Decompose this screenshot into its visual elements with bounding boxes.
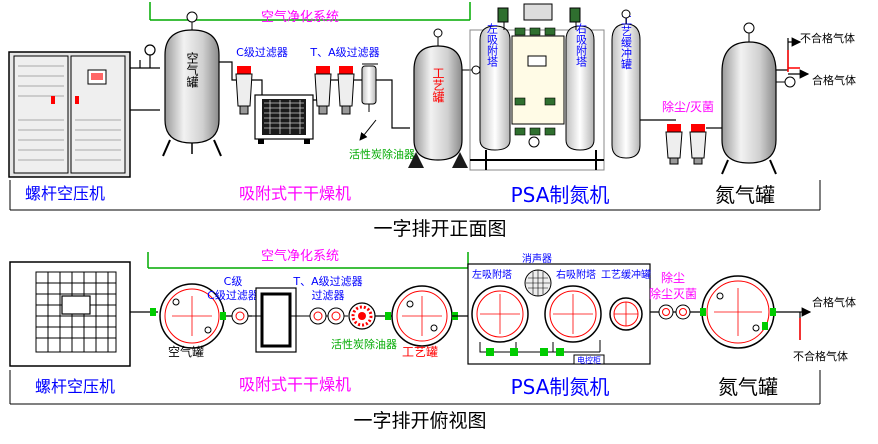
top-dust-filters: 除尘 除尘灭菌 [649, 270, 697, 320]
top-nitrogen-label: 氮气罐 [718, 375, 778, 399]
front-buffer-tank-text: 工艺缓冲罐 [620, 15, 633, 71]
top-c-filter-label: C级过滤器 [207, 289, 259, 302]
front-adsorption-dryer [254, 94, 314, 144]
top-view: 空气净化系统 空 [9, 248, 856, 432]
front-c-filter: C级过滤器 [235, 46, 288, 115]
top-nitrogen-tank [700, 275, 776, 349]
top-ta-filter-label-2: 过滤器 [312, 289, 345, 302]
top-left-tower-label: 左吸附塔 [472, 268, 512, 281]
front-system-bracket: 空气净化系统 [149, 2, 471, 25]
front-process-tank: 工艺罐 [408, 28, 481, 168]
top-system-label: 空气净化系统 [261, 248, 339, 264]
top-system-bracket: 空气净化系统 [147, 248, 469, 269]
top-bottom-labels: 螺杆空压机 吸附式干干燥机 PSA制氮机 氮气罐 一字排开俯视图 [9, 370, 821, 432]
front-dryer-label: 吸附式干干燥机 [239, 184, 351, 203]
top-adsorption-dryer [252, 287, 310, 353]
front-ta-filter-label: T、A级过滤器 [309, 46, 379, 59]
top-dust-label-1: 除尘 [661, 270, 685, 285]
top-process-tank-label: 工艺罐 [402, 345, 438, 359]
front-psa-label: PSA制氮机 [511, 183, 610, 207]
top-ta-filter-label: T、A级过滤器 [292, 275, 362, 288]
top-air-tank: 空气罐 [159, 283, 226, 359]
front-air-tank: 空气罐 [162, 11, 222, 157]
front-left-tower: 左吸附塔 [479, 23, 511, 151]
front-bottom-labels: 螺杆空压机 吸附式干干燥机 PSA制氮机 氮气罐 一字排开正面图 [9, 180, 821, 240]
top-left-tower [471, 285, 529, 343]
top-screw-compressor [9, 261, 131, 367]
top-psa-label: PSA制氮机 [511, 375, 610, 399]
top-compressor-label: 螺杆空压机 [35, 377, 115, 396]
front-air-tank-text: 空气罐 [185, 52, 199, 89]
front-unqualified-gas: 不合格气体 [800, 31, 855, 45]
top-carbon-label: 活性炭除油器 [331, 337, 397, 351]
top-gas-outlets: 合格气体 不合格气体 [776, 295, 856, 363]
top-unqualified-gas: 不合格气体 [793, 349, 848, 363]
front-qualified-gas: 合格气体 [812, 73, 856, 87]
front-system-label: 空气净化系统 [261, 9, 339, 25]
front-nitrogen-label: 氮气罐 [715, 183, 775, 207]
top-psa-skid: 左吸附塔 消声器 右吸附塔 工艺缓冲罐 [467, 252, 651, 365]
top-dryer-label: 吸附式干干燥机 [239, 375, 351, 394]
front-view: 空气净化系统 [8, 2, 856, 240]
front-screw-compressor [8, 51, 131, 178]
top-dust-label: 除尘灭菌 [649, 286, 697, 301]
top-right-tower [544, 285, 602, 343]
front-left-tower-text: 左吸附塔 [486, 23, 499, 68]
front-psa-skid: 左吸附塔 右吸附塔 [469, 3, 605, 171]
front-t-filter [314, 66, 332, 115]
front-c-filter-label: C级过滤器 [236, 46, 288, 59]
front-process-tank-text: 工艺罐 [431, 67, 445, 104]
top-control-cabinet-label: 电控柜 [577, 355, 601, 365]
top-air-tank-label: 空气罐 [168, 344, 204, 359]
top-process-tank: 工艺罐 [391, 285, 470, 359]
top-c-filter-label-1: C级 [224, 275, 243, 288]
front-right-tower: 右吸附塔 [565, 22, 595, 151]
front-nitrogen-tank [721, 22, 796, 175]
front-dust-label: 除尘/灭菌 [662, 99, 714, 114]
top-carbon-oil-remover: 活性炭除油器 [331, 302, 397, 351]
front-compressor-label: 螺杆空压机 [25, 184, 105, 203]
front-view-title: 一字排开正面图 [373, 218, 506, 240]
front-gas-outlets: 不合格气体 合格气体 [776, 31, 856, 87]
top-c-filter: C级 C级过滤器 [207, 275, 259, 325]
top-muffler-label: 消声器 [522, 252, 552, 265]
front-pipe-compressor-to-tank [130, 44, 160, 111]
top-view-title: 一字排开俯视图 [353, 410, 486, 432]
front-buffer-tank: 工艺缓冲罐 [611, 9, 641, 159]
front-dust-filters: 除尘/灭菌 [662, 99, 714, 165]
top-muffler [524, 269, 552, 297]
front-carbon-oil-remover: 活性炭除油器 [349, 63, 415, 161]
top-ta-filters: T、A级过滤器 过滤器 [292, 275, 363, 325]
top-right-tower-label: 右吸附塔 [556, 268, 596, 281]
top-buffer-tank-label: 工艺缓冲罐 [601, 268, 651, 281]
front-right-tower-text: 右吸附塔 [575, 22, 588, 68]
front-carbon-label: 活性炭除油器 [349, 147, 415, 161]
front-a-filter [337, 66, 355, 115]
top-buffer-tank [609, 297, 643, 331]
top-qualified-gas: 合格气体 [812, 295, 856, 309]
